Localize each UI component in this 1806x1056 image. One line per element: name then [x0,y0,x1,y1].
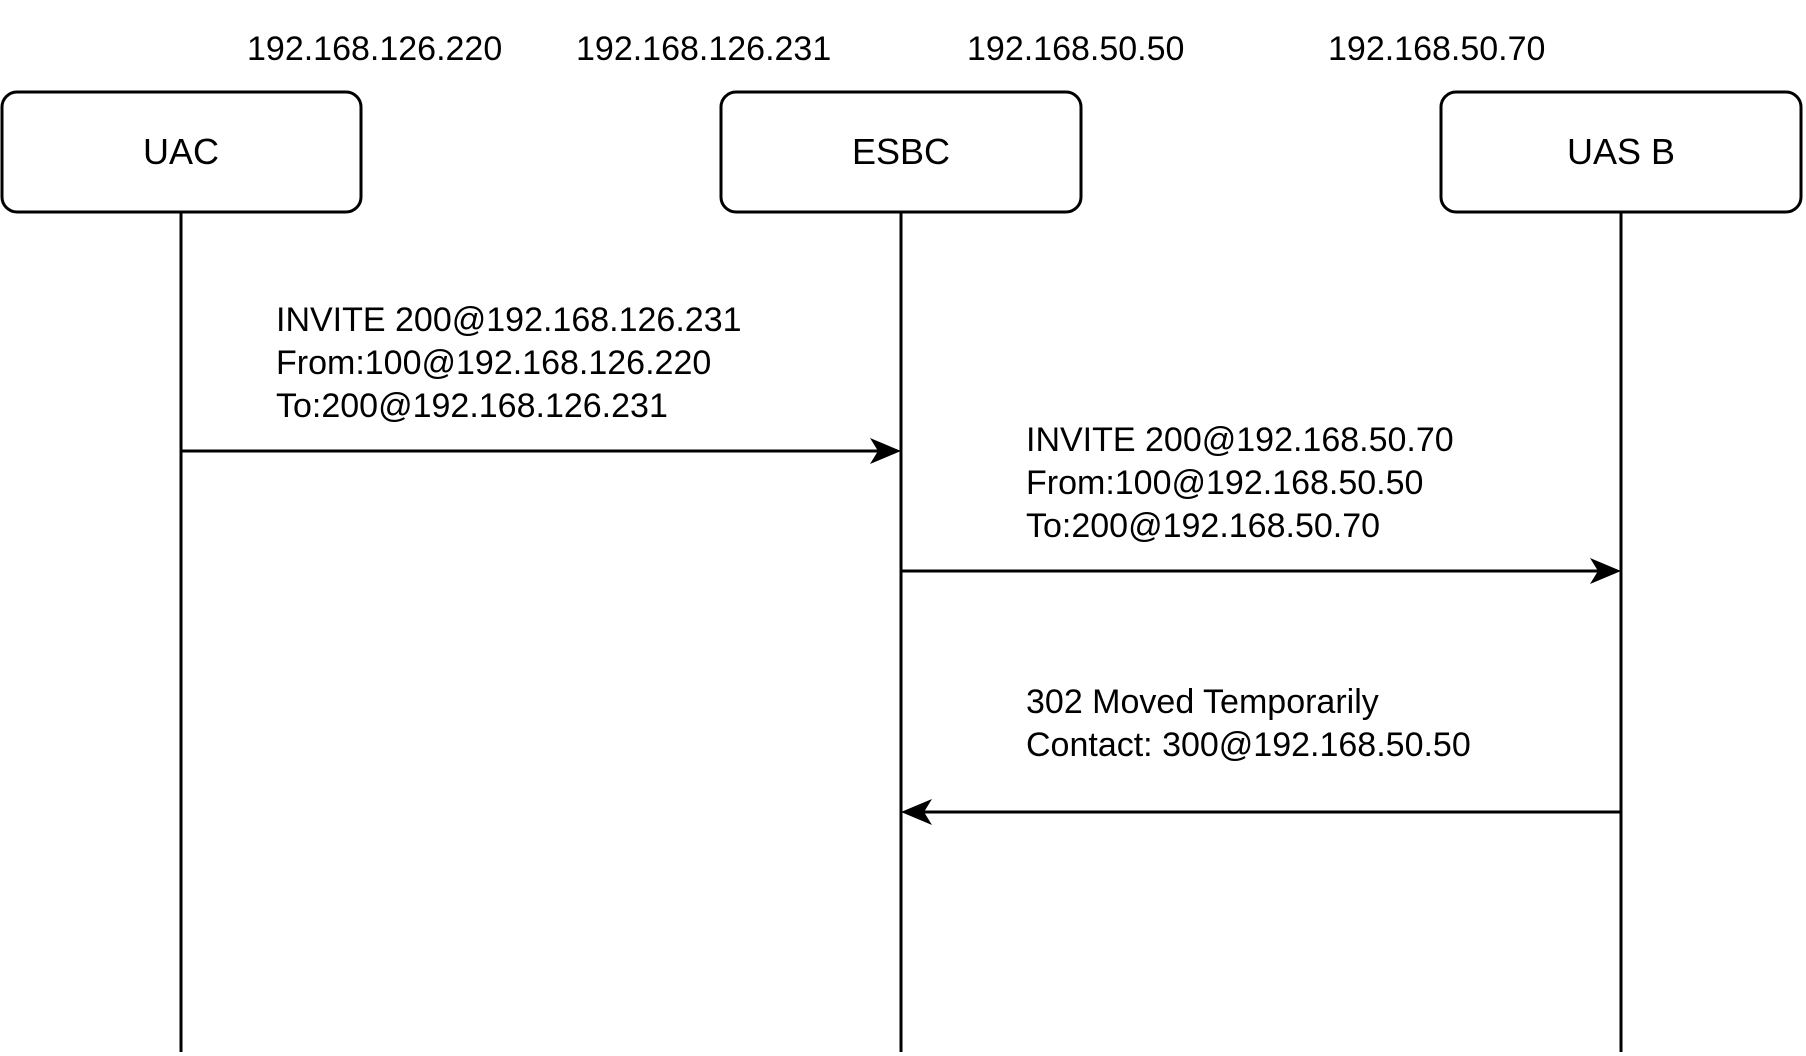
message-invite-esbc-to-uas-b[interactable]: INVITE 200@192.168.50.70 From:100@192.16… [901,421,1621,584]
ip-label-esbc-outside: 192.168.50.50 [967,30,1184,68]
arrowhead-invite-esbc-to-uas-b [1590,558,1621,584]
arrowhead-302-uas-b-to-esbc [901,799,932,825]
message-302-uas-b-to-esbc[interactable]: 302 Moved Temporarily Contact: 300@192.1… [901,683,1621,825]
participant-esbc[interactable]: ESBC [719,90,1083,214]
message-invite-esbc-line-1: INVITE 200@192.168.50.70 [1026,421,1454,459]
participant-uac[interactable]: UAC [0,90,363,214]
message-invite-uac-line-2: From:100@192.168.126.220 [276,344,711,382]
message-302-line-2: Contact: 300@192.168.50.50 [1026,726,1471,764]
participant-label-uas-b: UAS B [1567,131,1675,172]
ip-label-uac: 192.168.126.220 [247,30,502,68]
participant-label-uac: UAC [143,131,219,172]
message-302-line-1: 302 Moved Temporarily [1026,683,1379,721]
participant-label-esbc: ESBC [852,131,950,172]
message-invite-esbc-line-2: From:100@192.168.50.50 [1026,464,1423,502]
arrowhead-invite-uac-to-esbc [870,438,901,464]
ip-label-uas-b: 192.168.50.70 [1328,30,1545,68]
message-invite-uac-line-1: INVITE 200@192.168.126.231 [276,301,742,339]
ip-label-esbc-inside: 192.168.126.231 [576,30,831,68]
message-invite-uac-to-esbc[interactable]: INVITE 200@192.168.126.231 From:100@192.… [181,301,901,464]
participant-uas-b[interactable]: UAS B [1439,90,1803,214]
message-invite-esbc-line-3: To:200@192.168.50.70 [1026,507,1380,545]
message-invite-uac-line-3: To:200@192.168.126.231 [276,387,668,425]
